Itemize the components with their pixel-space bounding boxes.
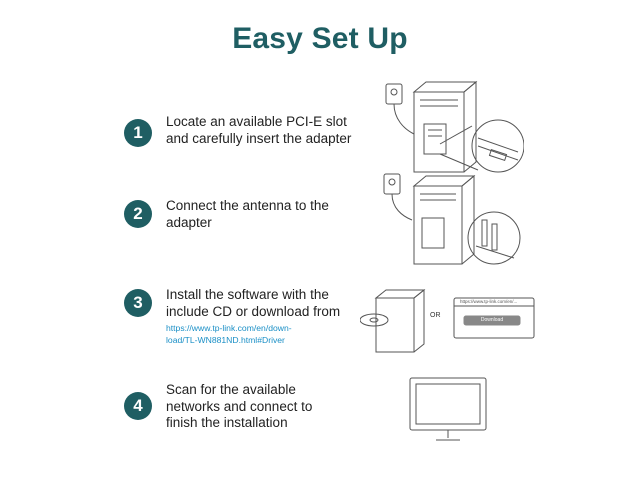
- pc-tower-icon: [412, 80, 478, 173]
- step-3-line-2: include CD or download from: [166, 303, 341, 319]
- step-number-3: 3: [124, 289, 152, 317]
- step-1-line-1: Locate an available PCI-E slot: [166, 114, 347, 129]
- step-2-line-2: adapter: [166, 214, 212, 230]
- step-4-line-2: networks and connect to: [166, 398, 313, 414]
- browser-window-icon: [453, 297, 535, 339]
- step-3-text: Install the software with the include CD…: [166, 287, 376, 320]
- step-number-1: 1: [124, 119, 152, 147]
- download-button[interactable]: Download: [480, 317, 504, 323]
- step-number-2: 2: [124, 200, 152, 228]
- step-2-line-1: Connect the antenna to the: [166, 198, 329, 213]
- antenna-zoom-icon: [467, 211, 521, 265]
- illustration-insert-adapter: [374, 74, 524, 182]
- link-line-1: https://www.tp-link.com/en/down-: [166, 323, 292, 333]
- pci-slot-zoom-icon: [439, 119, 524, 173]
- illustration-install-software: OR https://www.tp-link.com/en/... Downlo…: [360, 286, 540, 356]
- step-3-line-1: Install the software with the: [166, 287, 329, 302]
- browser-url-text: https://www.tp-link.com/en/...: [460, 299, 518, 304]
- step-4-line-3: finish the installation: [166, 415, 288, 430]
- step-1-line-2: and carefully insert the adapter: [166, 130, 352, 146]
- driver-download-link[interactable]: https://www.tp-link.com/en/down- load/TL…: [166, 322, 376, 346]
- pc-tower-icon: [412, 174, 476, 265]
- step-2-text: Connect the antenna to the adapter: [166, 198, 376, 231]
- step-4-line-1: Scan for the available: [166, 382, 296, 397]
- cd-drive-icon: [360, 288, 426, 353]
- link-line-2: load/TL-WN881ND.html#Driver: [166, 335, 285, 345]
- step-1-text: Locate an available PCI-E slot and caref…: [166, 114, 376, 147]
- step-4-text: Scan for the available networks and conn…: [166, 382, 376, 432]
- or-label: OR: [430, 312, 441, 319]
- page-title: Easy Set Up: [232, 22, 408, 55]
- monitor-icon: [409, 377, 487, 441]
- illustration-connect-antenna: [374, 166, 524, 274]
- wall-outlet-icon: [385, 83, 415, 135]
- wall-outlet-icon: [383, 173, 413, 221]
- illustration-monitor: [406, 374, 490, 444]
- step-number-4: 4: [124, 392, 152, 420]
